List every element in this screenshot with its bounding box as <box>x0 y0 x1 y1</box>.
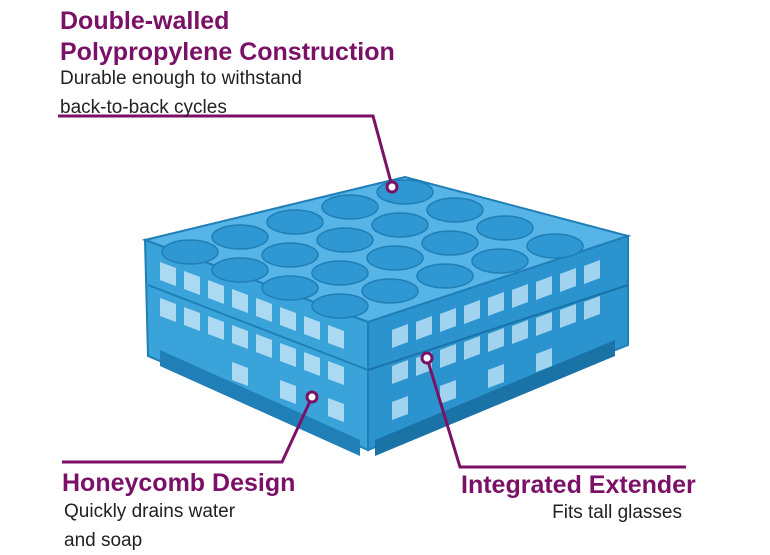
callout-extender-description: Fits tall glasses <box>552 502 682 523</box>
callout-construction-title-line2: Polypropylene Construction <box>60 38 395 66</box>
callout-construction-sub-line2: back-to-back cycles <box>60 97 227 118</box>
callout-extender-title: Integrated Extender <box>461 471 696 499</box>
callout-honeycomb-title: Honeycomb Design <box>62 469 296 497</box>
callout-honeycomb-sub-line2: and soap <box>64 530 143 551</box>
callout-leaders <box>58 114 686 469</box>
callout-dot-extender <box>420 351 434 365</box>
callout-dot-construction <box>385 180 399 194</box>
callout-construction-description: Durable enough to withstand back-to-back… <box>60 64 302 122</box>
callout-dot-honeycomb <box>305 390 319 404</box>
callout-construction-title-line1: Double-walled <box>60 7 230 35</box>
callout-construction-title: Double-walled Polypropylene Construction <box>60 6 395 68</box>
glass-rack-icon <box>141 175 632 456</box>
callout-honeycomb-description: Quickly drains water and soap <box>64 497 235 555</box>
callout-honeycomb-sub-line1: Quickly drains water <box>64 501 236 522</box>
callout-construction-sub-line1: Durable enough to withstand <box>60 68 302 89</box>
